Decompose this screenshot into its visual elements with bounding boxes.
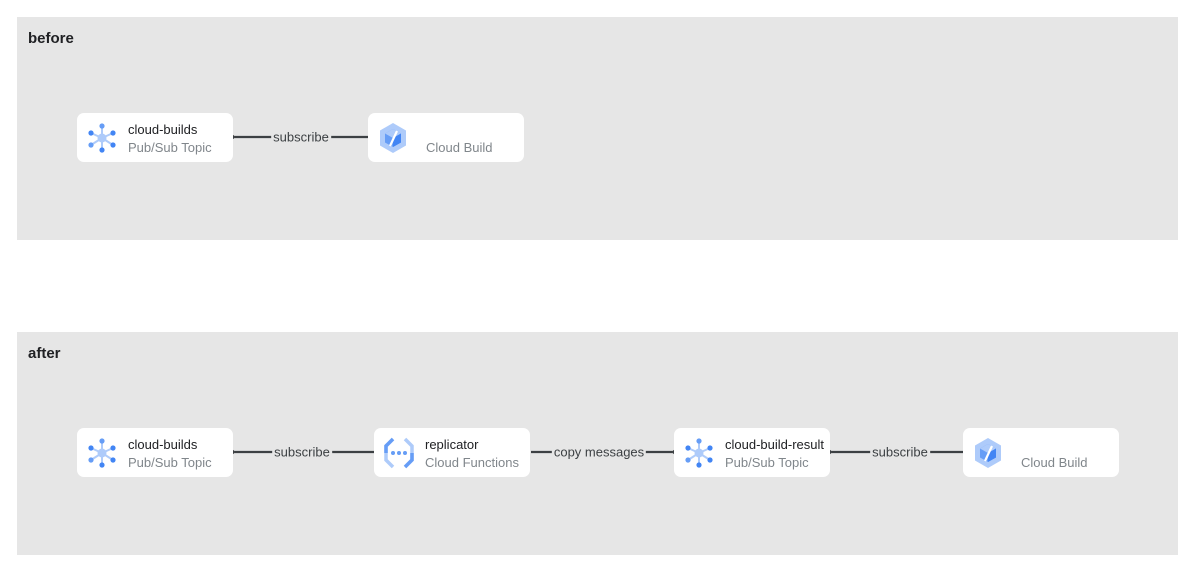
cloud-build-icon (971, 436, 1005, 470)
node-name: cloud-builds (128, 437, 198, 452)
subscribe-label: subscribe (870, 444, 930, 460)
node-name: cloud-builds (128, 122, 198, 137)
node-type: Cloud Build (426, 140, 493, 155)
panel-title: before (28, 30, 74, 47)
cloud-build-result-topic-node[interactable]: cloud-build-result Pub/Sub Topic (674, 428, 830, 477)
copy-messages-label: copy messages (551, 444, 647, 460)
before-panel: before subscribe cloud-builds Pub/Sub To… (17, 17, 1178, 240)
cloud-functions-icon (382, 436, 416, 470)
pubsub-icon (85, 436, 119, 470)
subscribe-label: subscribe (272, 444, 332, 460)
node-name: replicator (425, 437, 479, 452)
cloud-builds-topic-node[interactable]: cloud-builds Pub/Sub Topic (77, 428, 233, 477)
cloud-build-icon (376, 121, 410, 155)
pubsub-icon (85, 121, 119, 155)
node-type: Pub/Sub Topic (128, 140, 212, 155)
cloud-build-node[interactable]: Cloud Build (368, 113, 524, 162)
node-type: Cloud Functions (425, 455, 519, 470)
replicator-function-node[interactable]: replicator Cloud Functions (374, 428, 530, 477)
pubsub-icon (682, 436, 716, 470)
cloud-builds-topic-node[interactable]: cloud-builds Pub/Sub Topic (77, 113, 233, 162)
node-type: Cloud Build (1021, 455, 1088, 470)
subscribe-label: subscribe (271, 129, 331, 145)
node-type: Pub/Sub Topic (725, 455, 809, 470)
after-panel: after subscribe copy messages subscribe … (17, 332, 1178, 555)
node-type: Pub/Sub Topic (128, 455, 212, 470)
node-name: cloud-build-result (725, 437, 824, 452)
cloud-build-node[interactable]: Cloud Build (963, 428, 1119, 477)
panel-title: after (28, 345, 61, 362)
